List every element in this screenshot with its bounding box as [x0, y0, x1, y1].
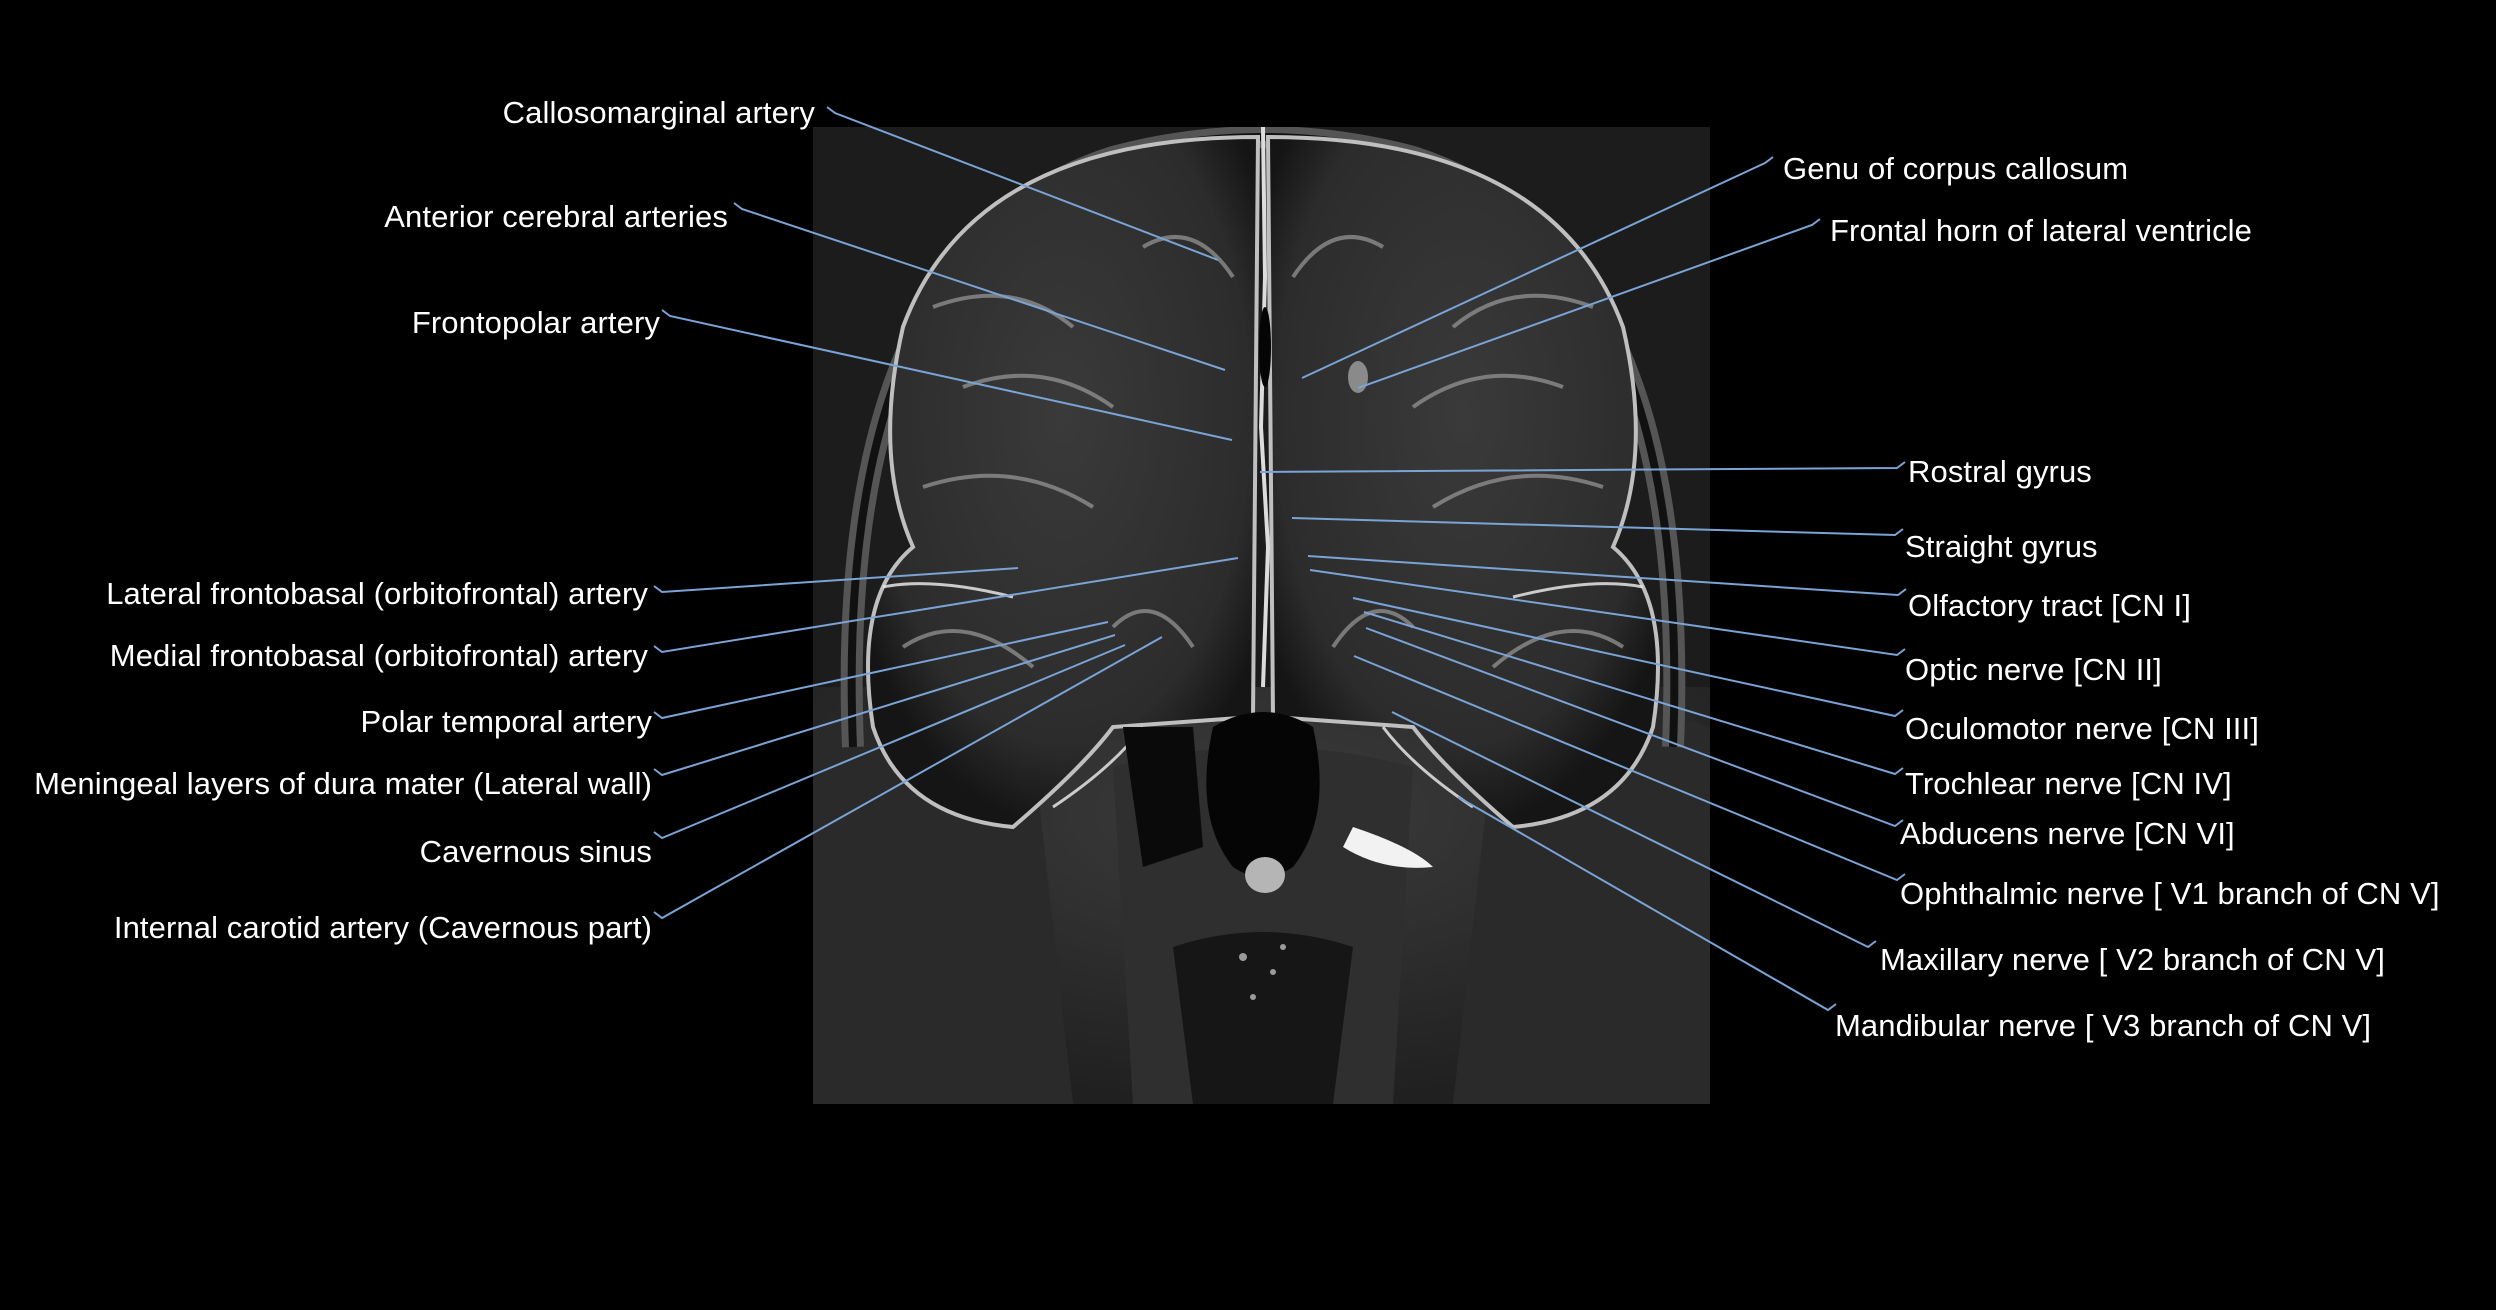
label-anterior-cerebral-arteries: Anterior cerebral arteries: [384, 199, 728, 234]
label-polar-temporal-artery: Polar temporal artery: [360, 704, 652, 739]
leader-line: [1352, 597, 1904, 718]
leader-line: [1365, 627, 1904, 828]
leader-line: [1309, 569, 1906, 657]
leader-line: [1301, 156, 1774, 379]
leader-line: [653, 644, 1126, 840]
leader-line: [1259, 461, 1906, 473]
label-optic-nerve: Optic nerve [CN II]: [1905, 652, 2162, 687]
leader-line: [1353, 655, 1906, 882]
leader-line: [653, 634, 1116, 777]
label-lateral-frontobasal-artery: Lateral frontobasal (orbitofrontal) arte…: [106, 576, 648, 611]
leader-line: [1457, 796, 1837, 1012]
label-cavernous-sinus: Cavernous sinus: [419, 834, 652, 869]
label-callosomarginal-artery: Callosomarginal artery: [502, 95, 815, 130]
label-straight-gyrus: Straight gyrus: [1905, 529, 2098, 564]
label-genu-corpus-callosum: Genu of corpus callosum: [1783, 151, 2129, 186]
label-mandibular-nerve: Mandibular nerve [ V3 branch of CN V]: [1835, 1008, 2372, 1043]
leader-line: [733, 202, 1226, 371]
coronal-mri-image: [813, 127, 1710, 1104]
label-maxillary-nerve: Maxillary nerve [ V2 branch of CN V]: [1880, 942, 2385, 977]
leader-line: [653, 567, 1019, 594]
leader-line: [1357, 218, 1821, 389]
label-ophthalmic-nerve: Ophthalmic nerve [ V1 branch of CN V]: [1900, 876, 2440, 911]
leader-line: [1363, 611, 1904, 776]
leader-line: [653, 621, 1109, 720]
label-medial-frontobasal-artery: Medial frontobasal (orbitofrontal) arter…: [109, 638, 648, 673]
label-olfactory-tract: Olfactory tract [CN I]: [1908, 588, 2191, 623]
label-rostral-gyrus: Rostral gyrus: [1908, 454, 2092, 489]
leader-line: [653, 557, 1239, 654]
label-meningeal-layers-dura: Meningeal layers of dura mater (Lateral …: [34, 766, 652, 801]
label-trochlear-nerve: Trochlear nerve [CN IV]: [1905, 766, 2232, 801]
leader-line: [653, 636, 1163, 920]
label-oculomotor-nerve: Oculomotor nerve [CN III]: [1905, 711, 2259, 746]
label-frontopolar-artery: Frontopolar artery: [411, 305, 660, 340]
mri-drawing: [813, 127, 1710, 1104]
leader-line: [1391, 711, 1877, 949]
leader-line: [826, 106, 1219, 261]
label-frontal-horn-lateral-ventricle: Frontal horn of lateral ventricle: [1830, 213, 2252, 248]
label-abducens-nerve: Abducens nerve [CN VI]: [1900, 816, 2235, 851]
leader-line: [1291, 517, 1904, 537]
label-internal-carotid-artery: Internal carotid artery (Cavernous part): [113, 910, 652, 945]
leader-line: [1307, 555, 1907, 597]
leader-line: [661, 309, 1233, 441]
